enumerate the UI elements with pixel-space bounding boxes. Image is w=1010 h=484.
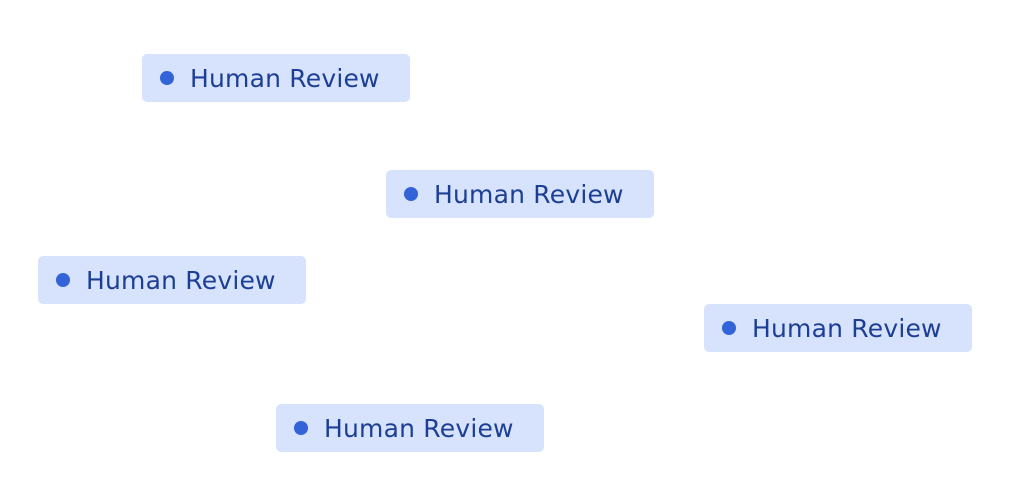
status-badge-human-review: Human Review bbox=[704, 304, 972, 352]
status-badge-human-review: Human Review bbox=[38, 256, 306, 304]
status-dot-icon bbox=[160, 71, 174, 85]
status-dot-icon bbox=[722, 321, 736, 335]
status-badge-label: Human Review bbox=[324, 413, 514, 443]
status-badge-label: Human Review bbox=[434, 179, 624, 209]
status-badge-human-review: Human Review bbox=[276, 404, 544, 452]
status-badge-human-review: Human Review bbox=[386, 170, 654, 218]
status-dot-icon bbox=[294, 421, 308, 435]
status-badge-label: Human Review bbox=[752, 313, 942, 343]
status-badge-label: Human Review bbox=[86, 265, 276, 295]
status-badge-label: Human Review bbox=[190, 63, 380, 93]
status-dot-icon bbox=[56, 273, 70, 287]
status-dot-icon bbox=[404, 187, 418, 201]
status-badge-human-review: Human Review bbox=[142, 54, 410, 102]
